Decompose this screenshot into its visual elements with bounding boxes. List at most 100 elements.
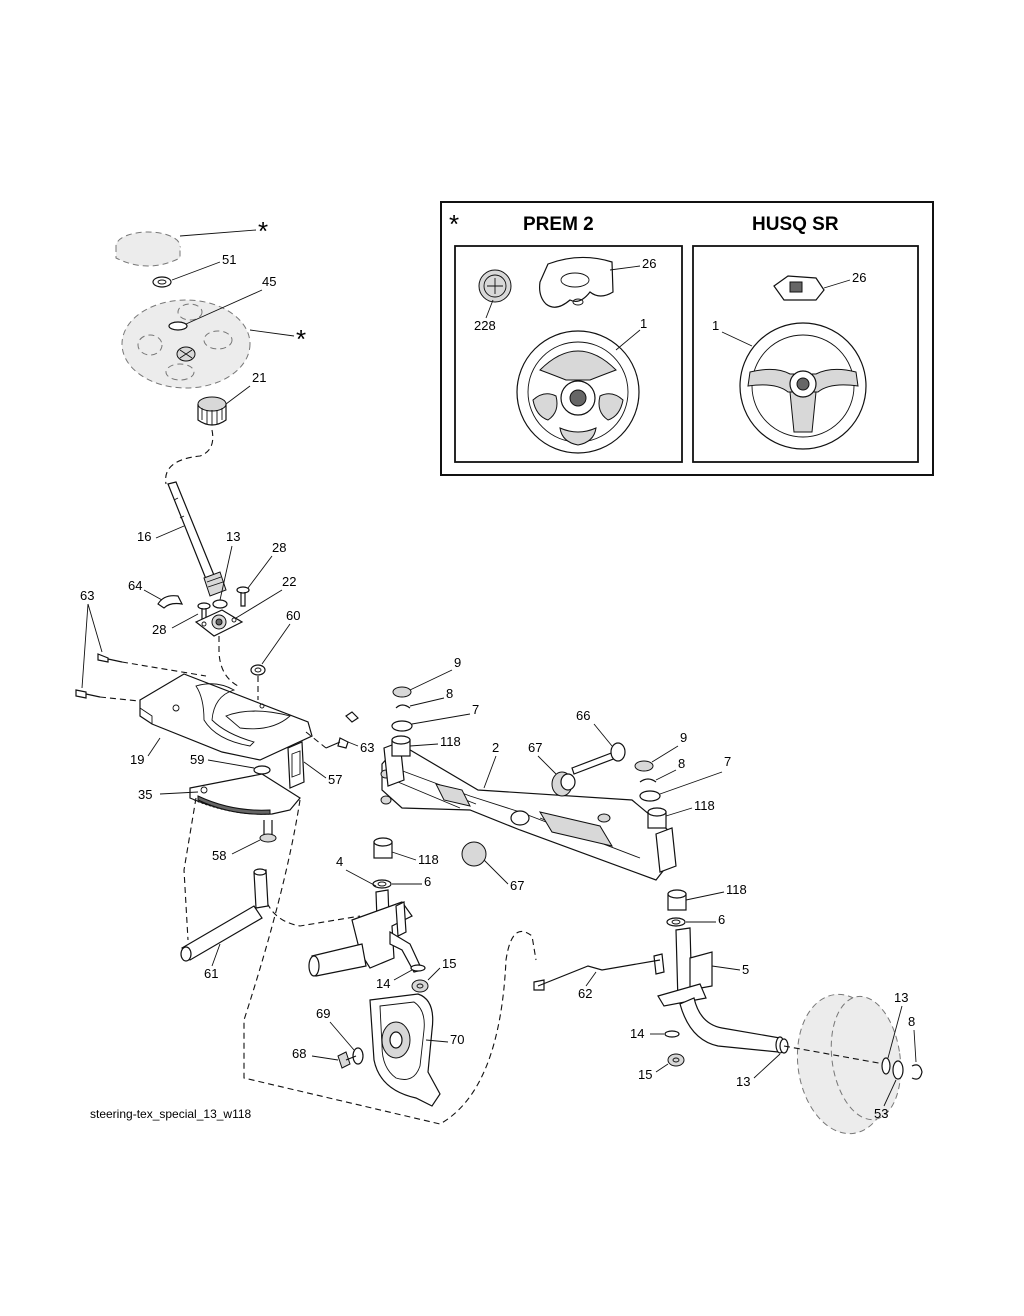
nut-51 <box>152 276 172 288</box>
leader-16 <box>155 525 185 539</box>
inset-title-husq-sr: HUSQ SR <box>752 214 839 235</box>
label-13-shaft: 13 <box>226 529 240 544</box>
leader-63-left <box>81 603 103 689</box>
label-59: 59 <box>190 752 204 767</box>
leader-51 <box>171 261 221 281</box>
leader-61 <box>211 943 221 967</box>
husq-sr-hub-cover <box>773 275 825 301</box>
leader-8-right <box>655 769 677 781</box>
husq-sr-steering-wheel <box>739 322 867 450</box>
washer-14-left <box>410 964 426 972</box>
wheel-hub-insert <box>176 346 196 362</box>
label-22: 22 <box>282 574 296 589</box>
leader-13-spindle <box>753 1053 781 1079</box>
washer-6-left <box>372 879 392 889</box>
leader-68 <box>311 1055 339 1061</box>
nut-60 <box>250 664 266 676</box>
dash-63-right <box>305 731 327 749</box>
bearing-flange-22 <box>194 609 244 637</box>
leader-28-top <box>247 555 273 589</box>
label-9-right: 9 <box>680 730 687 745</box>
label-67-top: 67 <box>528 740 542 755</box>
label-prem2-1: 1 <box>640 316 647 331</box>
leader-66 <box>593 723 613 747</box>
leader-57 <box>303 761 327 779</box>
prem2-steering-wheel <box>516 330 640 454</box>
front-axle-2 <box>380 741 677 881</box>
prem2-panel <box>454 245 683 463</box>
leader-2 <box>483 755 497 789</box>
leader-prem2-1 <box>615 329 641 351</box>
label-star-wheel: * <box>296 324 306 354</box>
leader-58 <box>231 839 261 855</box>
label-husq-sr-26: 26 <box>852 270 866 285</box>
bolt-28-top <box>236 586 250 607</box>
label-35: 35 <box>138 787 152 802</box>
label-118-c: 118 <box>418 852 439 867</box>
clip-8-far <box>911 1064 923 1080</box>
label-2: 2 <box>492 740 499 755</box>
washer-53 <box>892 1060 904 1080</box>
prem2-hub-cover <box>539 256 614 308</box>
label-118-d: 118 <box>726 882 747 897</box>
leader-14-left <box>393 969 413 981</box>
steering-shaft-16 <box>167 481 227 597</box>
washer-7-left <box>391 720 413 732</box>
inset-title-prem2: PREM 2 <box>523 214 594 235</box>
label-prem2-26: 26 <box>642 256 656 271</box>
inset-asterisk: * <box>449 209 459 239</box>
leader-19 <box>147 737 161 757</box>
drag-link-61 <box>180 868 269 962</box>
label-58: 58 <box>212 848 226 863</box>
sector-gear-35 <box>189 773 301 815</box>
label-15-left: 15 <box>442 956 456 971</box>
leader-21 <box>225 385 251 405</box>
washer-69 <box>352 1047 364 1065</box>
leader-62 <box>585 971 597 987</box>
label-63-left: 63 <box>80 588 94 603</box>
bolt-58 <box>259 820 277 843</box>
label-62: 62 <box>578 986 592 1001</box>
label-28-top: 28 <box>272 540 286 555</box>
leader-13-shaft <box>219 545 233 601</box>
leader-28-left <box>171 613 199 629</box>
leader-prem2-26 <box>609 265 641 271</box>
leader-7-right <box>659 771 723 795</box>
leader-star-cap <box>179 229 257 237</box>
washer-6-right <box>666 917 686 927</box>
leader-118-a <box>409 743 439 747</box>
bolt-28-left <box>197 602 211 621</box>
inset-frame <box>440 201 934 476</box>
leader-husq-sr-26 <box>823 279 851 289</box>
label-67-bottom: 67 <box>510 878 524 893</box>
steering-wheel-ghost <box>121 299 251 389</box>
pivot-bolt-66 <box>571 742 626 775</box>
cap-9-right <box>634 760 654 772</box>
label-6-left: 6 <box>424 874 431 889</box>
diagram-caption: steering-tex_special_13_w118 <box>90 1107 252 1121</box>
label-8-far: 8 <box>908 1014 915 1029</box>
washer-13-shaft <box>212 599 228 609</box>
label-14-right: 14 <box>630 1026 644 1041</box>
bracket-57 <box>287 741 305 789</box>
leader-67-top <box>537 755 557 775</box>
bushing-118-a <box>391 735 411 757</box>
spacer-67-top <box>551 771 576 797</box>
bolt-68 <box>337 1051 357 1069</box>
nut-15-right <box>667 1053 685 1067</box>
bushing-118-c <box>373 837 393 859</box>
washer-7-right <box>639 790 661 802</box>
dash-gear-loop <box>243 799 537 1125</box>
label-9-left: 9 <box>454 655 461 670</box>
label-118-b: 118 <box>694 798 715 813</box>
label-16: 16 <box>137 529 151 544</box>
washer-59 <box>253 765 271 775</box>
leader-118-d <box>685 891 725 901</box>
leader-9-right <box>651 745 679 763</box>
label-8-right: 8 <box>678 756 685 771</box>
label-14-left: 14 <box>376 976 390 991</box>
label-118-a: 118 <box>440 734 461 749</box>
cap-9-left <box>392 686 412 698</box>
leader-22 <box>235 589 283 619</box>
